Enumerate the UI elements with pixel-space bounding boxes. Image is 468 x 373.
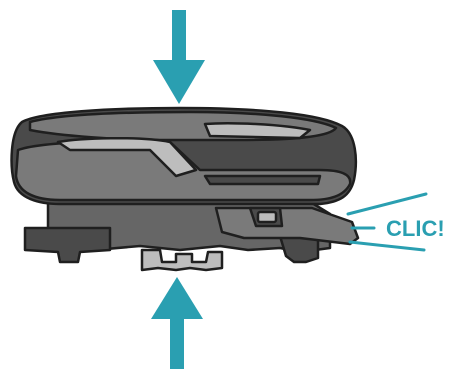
arrow-up-icon bbox=[151, 277, 203, 369]
mount-tab bbox=[140, 248, 224, 272]
clip-lever bbox=[214, 206, 360, 246]
motion-lines-icon bbox=[346, 192, 428, 252]
arrow-down-icon bbox=[153, 10, 205, 104]
device-body bbox=[10, 106, 358, 206]
click-label: CLIC! bbox=[386, 216, 445, 241]
bike-mount bbox=[23, 201, 360, 272]
